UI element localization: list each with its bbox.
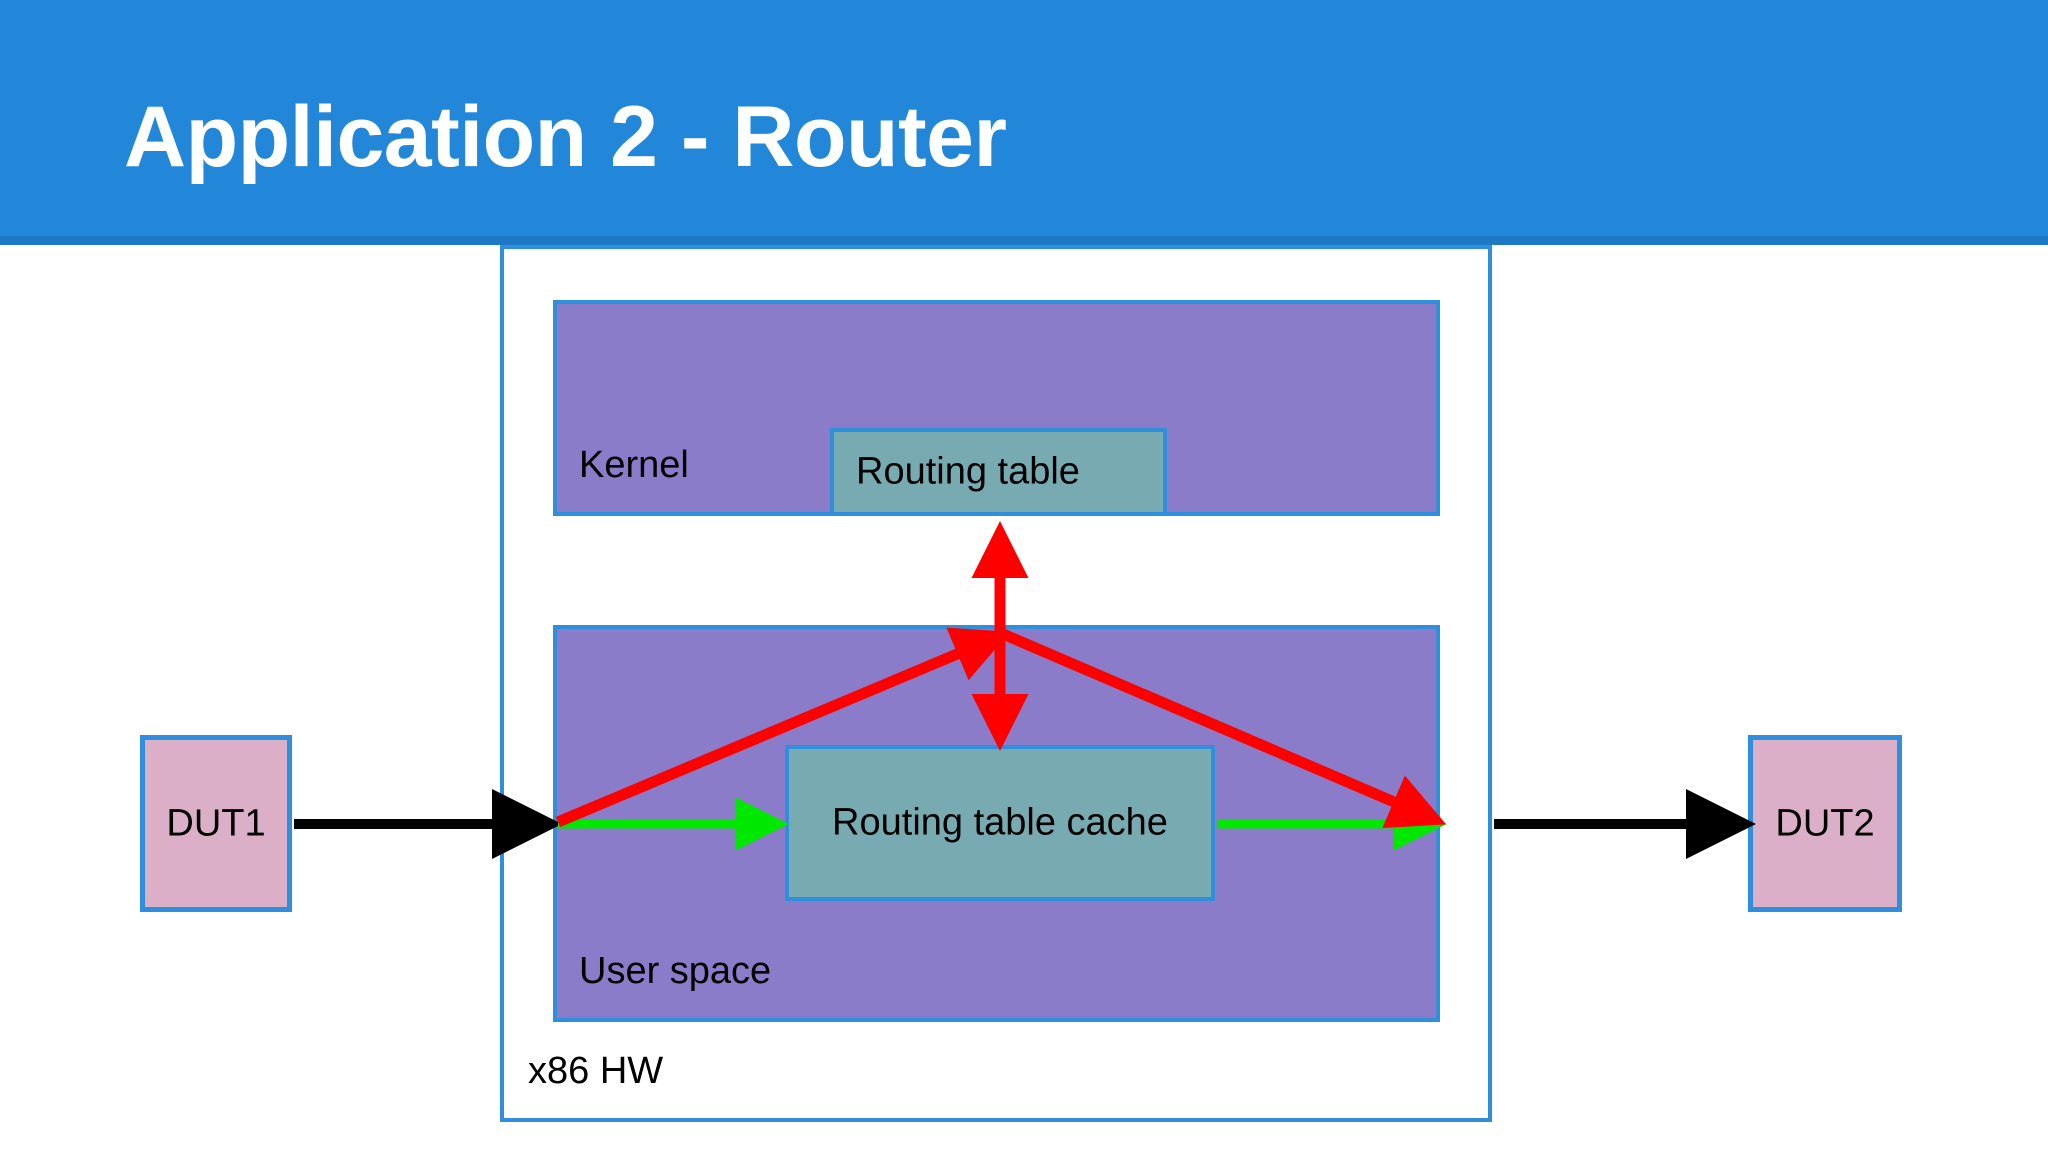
slide-header-bar <box>0 0 2048 236</box>
routing-table-cache-block: Routing table cache <box>785 745 1215 901</box>
user-space-label: User space <box>579 950 772 992</box>
routing-table-label: Routing table <box>856 450 1080 493</box>
page-title: Application 2 - Router <box>124 89 1007 185</box>
dut1-block: DUT1 <box>140 735 292 912</box>
routing-table-cache-label: Routing table cache <box>832 801 1168 844</box>
dut1-label: DUT1 <box>166 802 266 844</box>
slide-header-underline <box>0 236 2048 245</box>
dut2-block: DUT2 <box>1748 735 1902 912</box>
dut2-label: DUT2 <box>1775 802 1875 844</box>
kernel-label: Kernel <box>579 444 689 486</box>
x86-hw-label: x86 HW <box>528 1050 664 1092</box>
routing-table-block: Routing table <box>830 428 1167 516</box>
x86-hw-container: x86 HW <box>500 245 1492 1122</box>
